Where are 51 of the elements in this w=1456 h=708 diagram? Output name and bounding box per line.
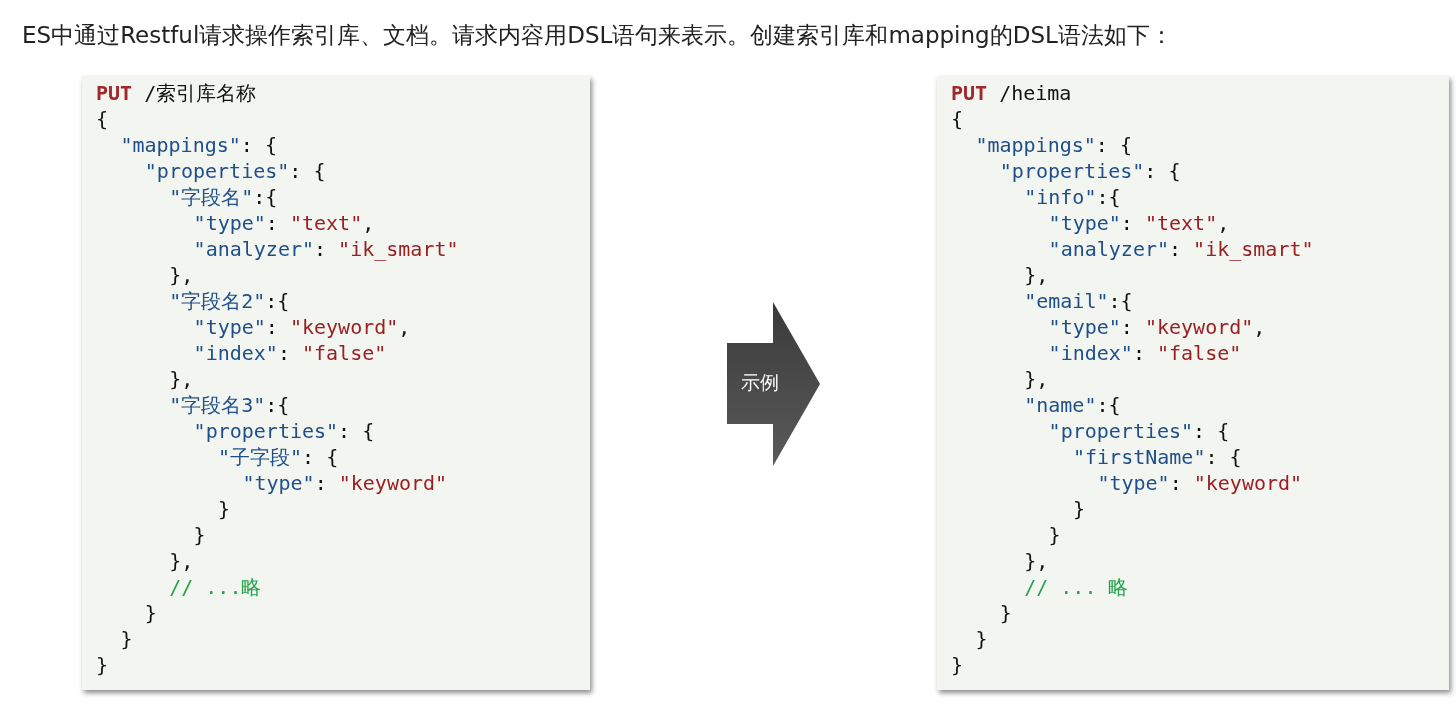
- code-line: "字段名":{: [169, 185, 278, 209]
- code-line: }: [975, 627, 988, 651]
- code-line: "firstName": {: [1073, 445, 1242, 469]
- code-line: {: [951, 107, 964, 131]
- code-line: },: [169, 263, 194, 287]
- code-line: },: [1024, 367, 1049, 391]
- code-line: "name":{: [1024, 393, 1121, 417]
- code-line: "子字段": {: [218, 445, 339, 469]
- code-line: PUT /索引库名称: [96, 81, 257, 105]
- code-line: "analyzer": "ik_smart": [1048, 237, 1314, 261]
- code-line: "properties": {: [193, 419, 375, 443]
- code-line: "type": "keyword": [242, 471, 448, 495]
- code-line: }: [96, 653, 109, 677]
- code-line: },: [1024, 549, 1049, 573]
- code-line: "type": "text",: [1048, 211, 1230, 235]
- block-arrow: [727, 302, 821, 466]
- code-line: "type": "keyword": [1097, 471, 1303, 495]
- code-line: // ... 略: [1024, 575, 1129, 599]
- code-line: }: [120, 627, 133, 651]
- code-line: "type": "keyword",: [193, 315, 411, 339]
- code-line: "email":{: [1024, 289, 1133, 313]
- code-line: "index": "false": [193, 341, 387, 365]
- code-line: "analyzer": "ik_smart": [193, 237, 459, 261]
- code-line: {: [96, 107, 109, 131]
- code-line: "字段名2":{: [169, 289, 290, 313]
- code-line: }: [193, 523, 206, 547]
- code-line: "type": "text",: [193, 211, 375, 235]
- code-line: }: [951, 653, 964, 677]
- code-panel: [937, 76, 1449, 690]
- code-line: "index": "false": [1048, 341, 1242, 365]
- arrow-label: 示例: [741, 370, 779, 395]
- code-line: PUT /heima: [951, 81, 1072, 105]
- code-line: }: [144, 601, 157, 625]
- code-line: }: [1073, 497, 1086, 521]
- heading: ES中通过Restful请求操作索引库、文档。请求内容用DSL语句来表示。创建索引库和mapping的DSL语法如下：: [22, 21, 1173, 50]
- code-line: },: [169, 549, 194, 573]
- code-line: "properties": {: [1048, 419, 1230, 443]
- code-panel: [82, 76, 590, 690]
- code-line: }: [218, 497, 231, 521]
- code-line: "properties": {: [999, 159, 1181, 183]
- code-line: "字段名3":{: [169, 393, 290, 417]
- code-line: "mappings": {: [975, 133, 1132, 157]
- code-line: "mappings": {: [120, 133, 277, 157]
- code-line: }: [1048, 523, 1061, 547]
- code-line: "info":{: [1024, 185, 1121, 209]
- code-line: }: [999, 601, 1012, 625]
- code-line: // ...略: [169, 575, 262, 599]
- code-line: "type": "keyword",: [1048, 315, 1266, 339]
- code-line: },: [1024, 263, 1049, 287]
- code-line: },: [169, 367, 194, 391]
- code-line: "properties": {: [144, 159, 326, 183]
